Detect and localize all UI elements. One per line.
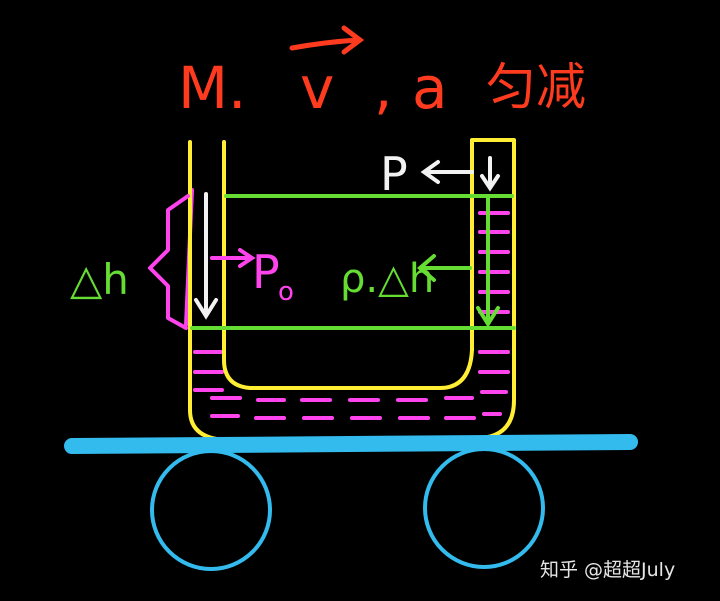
title-comma: , xyxy=(374,54,392,122)
p0-arrow-head xyxy=(238,248,256,268)
delta-h-brace xyxy=(148,194,190,330)
brace-curve xyxy=(148,194,190,330)
watermark-text: 知乎 @超超July xyxy=(540,559,676,581)
title-motion: 匀减 xyxy=(486,58,586,116)
p0-arrow xyxy=(210,248,256,268)
cart-platform xyxy=(64,434,638,454)
left-pressure-arrow-head xyxy=(194,298,218,320)
velocity-arrow-head xyxy=(341,25,365,55)
label-rho-dh: ρ.△h xyxy=(340,256,434,302)
level-lines xyxy=(190,194,516,330)
pressure-arrows xyxy=(194,156,500,320)
label-p0-base: P xyxy=(252,245,280,299)
rho-arrow-head xyxy=(416,254,436,282)
liquid xyxy=(184,188,510,420)
cart xyxy=(64,434,638,571)
title-group: M. v , a 匀减 xyxy=(178,25,586,122)
velocity-arrow xyxy=(289,25,365,55)
title-velocity: v xyxy=(300,54,334,122)
right-pressure-arrow-head xyxy=(476,306,500,328)
velocity-arrow-shaft xyxy=(289,37,361,51)
label-delta-h: △h xyxy=(70,255,129,304)
title-mass: M. xyxy=(178,54,246,122)
title-accel: a xyxy=(412,54,448,122)
top-down-arrow-head xyxy=(480,174,500,192)
label-p0-sub: o xyxy=(278,277,294,307)
right-wheel xyxy=(423,447,545,569)
left-wheel xyxy=(150,449,272,571)
label-pressure-top: P xyxy=(380,147,408,201)
top-pressure-arrow-head xyxy=(420,160,440,184)
